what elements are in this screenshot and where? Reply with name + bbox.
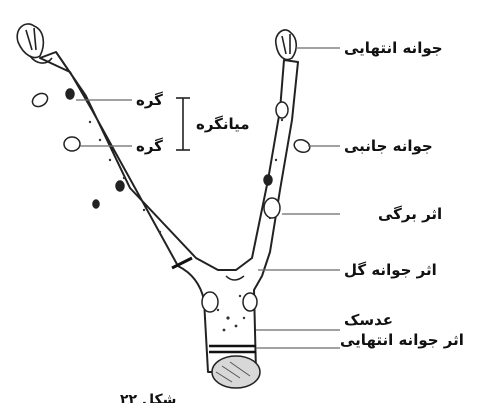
internode-bracket	[176, 98, 190, 150]
label-leaf-scar: اثر برگی	[378, 206, 442, 223]
twig-base	[212, 356, 260, 388]
label-node-upper: گره	[136, 92, 163, 109]
cut-end	[212, 356, 260, 388]
lateral-buds	[30, 89, 311, 218]
terminal-bud-right	[276, 30, 297, 60]
label-internode: میانگره	[196, 116, 250, 133]
label-flower-bud-scar: اثر جوانه گل	[344, 262, 437, 279]
label-lenticel: عدسک	[344, 312, 393, 329]
label-lateral-bud: جوانه جانبی	[344, 138, 433, 155]
label-node-lower: گره	[136, 138, 163, 155]
figure-caption: شکل ۲۲	[120, 392, 176, 409]
label-terminal-bud: جوانه انتهایی	[344, 40, 443, 57]
label-terminal-bud-scar: اثر جوانه انتهایی	[340, 332, 464, 349]
